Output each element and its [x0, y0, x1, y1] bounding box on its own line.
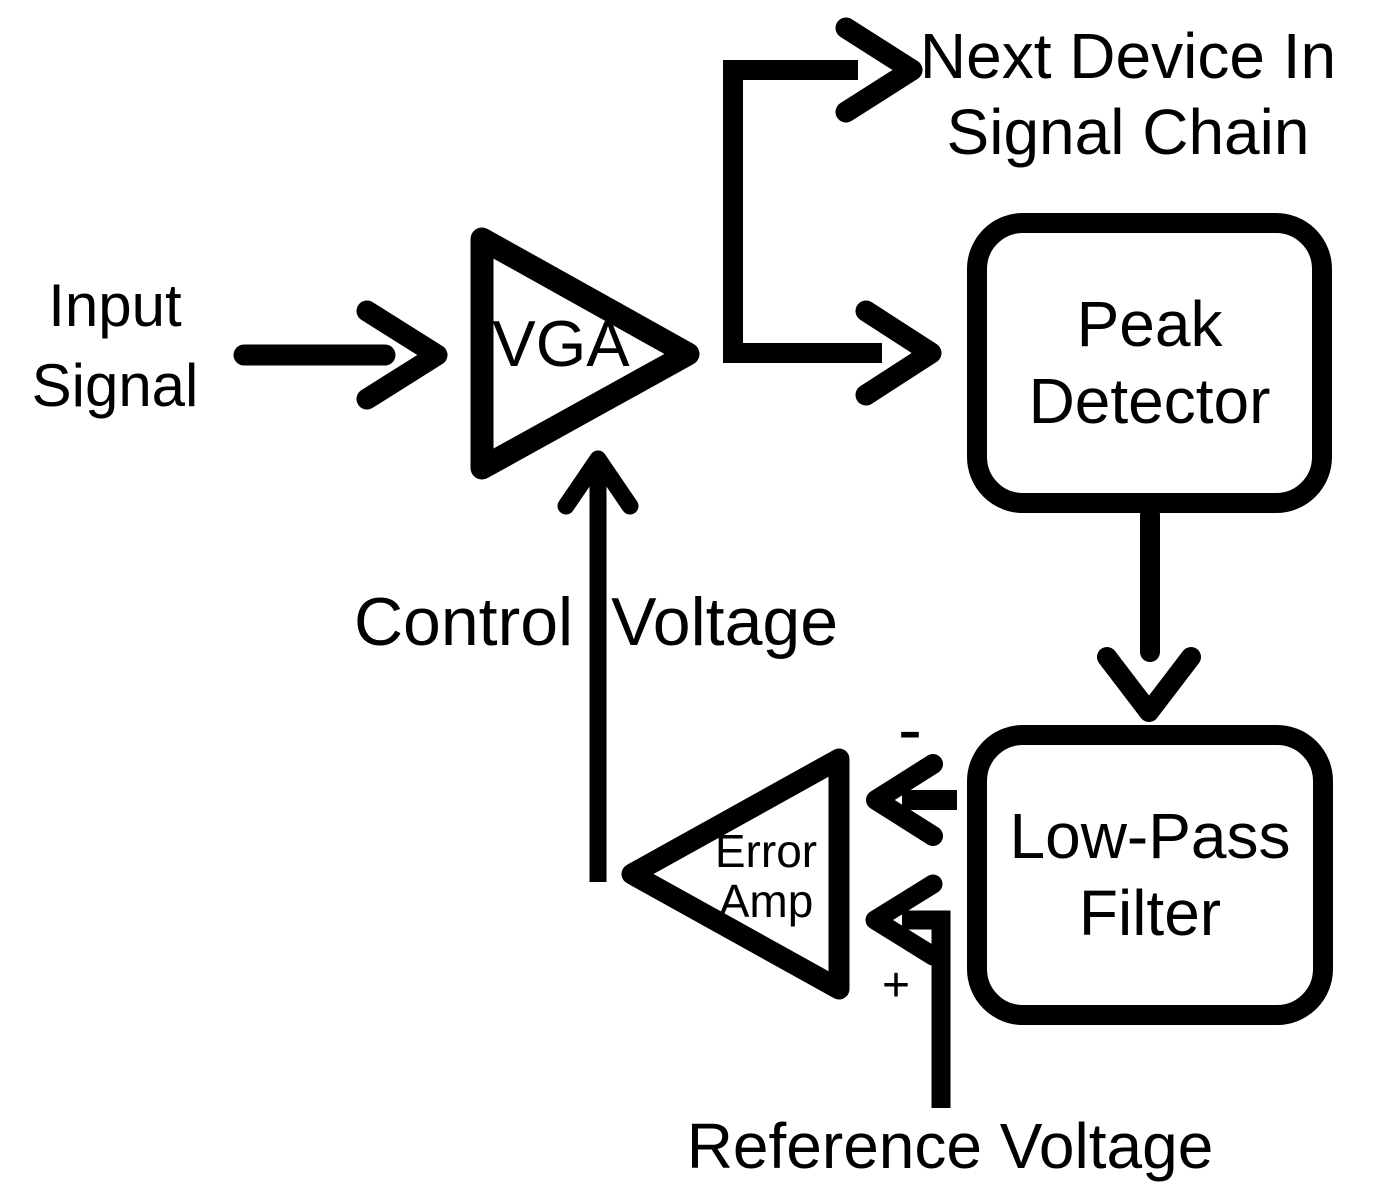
branch-connector: [723, 60, 882, 363]
control-voltage-arrow-icon: [557, 450, 639, 882]
error-amp-plus-input-label: +: [881, 958, 911, 1012]
low-pass-filter-label: Low-Pass Filter: [1009, 800, 1291, 949]
reference-voltage-label: Reference Voltage: [686, 1110, 1214, 1182]
error-amp-label: Error Amp: [714, 825, 818, 927]
control-voltage-word-left: Control: [353, 584, 574, 660]
error-amp-triangle: [621, 748, 850, 1000]
control-voltage-word-right: Voltage: [611, 584, 839, 660]
lpf-to-error-amp-arrow-icon: [866, 754, 957, 846]
next-device-arrowhead-icon: [835, 17, 923, 123]
peak-detector-arrowhead-icon: [855, 300, 942, 406]
vga-triangle: [470, 227, 700, 480]
low-pass-filter-box: [967, 725, 1333, 1025]
reference-voltage-arrow-icon: [865, 874, 951, 1108]
peak-to-lpf-arrow-icon: [1097, 505, 1201, 722]
vga-label: VGA: [492, 307, 630, 380]
next-device-label: Next Device In Signal Chain: [919, 20, 1337, 168]
peak-detector-label: Peak Detector: [1028, 288, 1271, 437]
input-signal-label: Input Signal: [31, 272, 199, 419]
error-amp-minus-input-label: -: [898, 690, 922, 770]
control-voltage-label: Control Voltage: [336, 588, 856, 656]
input-signal-arrow-icon: [233, 300, 448, 410]
peak-detector-box: [967, 213, 1332, 513]
